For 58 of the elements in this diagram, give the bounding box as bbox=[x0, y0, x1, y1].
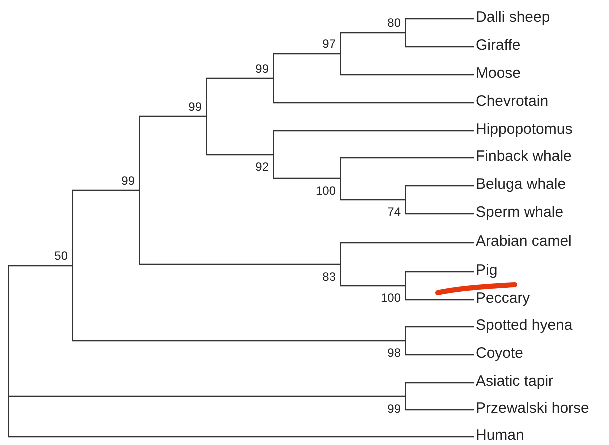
taxon-label: Peccary bbox=[476, 290, 530, 308]
tree-branch bbox=[405, 299, 474, 301]
tree-branch bbox=[273, 102, 474, 104]
bootstrap-value: 98 bbox=[386, 346, 401, 360]
bootstrap-value: 74 bbox=[386, 205, 401, 219]
tree-branch bbox=[273, 178, 340, 180]
tree-branch bbox=[405, 354, 474, 356]
taxon-label: Moose bbox=[476, 65, 522, 83]
tree-branch bbox=[340, 285, 405, 287]
tree-branch bbox=[139, 264, 340, 266]
bootstrap-value: 97 bbox=[322, 37, 336, 51]
taxon-label: Finback whale bbox=[476, 148, 572, 166]
tree-branch bbox=[405, 271, 474, 273]
tree-branch bbox=[8, 396, 405, 398]
bootstrap-value: 99 bbox=[386, 402, 401, 416]
tree-branch bbox=[405, 326, 474, 328]
tree-branch bbox=[405, 213, 474, 215]
tree-branch bbox=[273, 130, 474, 132]
tree-branch bbox=[72, 190, 139, 192]
bootstrap-value: 99 bbox=[120, 174, 135, 188]
bootstrap-value: 99 bbox=[188, 100, 202, 114]
taxon-label: Hippopotomus bbox=[476, 121, 573, 139]
bootstrap-value: 100 bbox=[314, 184, 336, 198]
tree-branch bbox=[405, 46, 474, 48]
taxon-label: Coyote bbox=[476, 345, 524, 363]
tree-branch bbox=[206, 78, 273, 80]
tree-branch bbox=[405, 185, 474, 187]
tree-branch bbox=[139, 116, 206, 118]
tree-branch bbox=[72, 340, 405, 342]
tree-branch bbox=[340, 199, 405, 201]
tree-branch bbox=[8, 265, 72, 267]
tree-branch bbox=[405, 382, 474, 384]
taxon-label: Human bbox=[476, 427, 524, 445]
tree-branch bbox=[405, 18, 474, 20]
bootstrap-value: 99 bbox=[254, 62, 269, 76]
tree-branch bbox=[340, 242, 474, 244]
bootstrap-value: 83 bbox=[322, 270, 336, 284]
taxon-label: Pig bbox=[476, 262, 498, 280]
tree-branch bbox=[340, 32, 405, 34]
tree-branch bbox=[8, 436, 474, 438]
taxon-label: Beluga whale bbox=[476, 176, 566, 194]
bootstrap-value: 92 bbox=[254, 160, 269, 174]
tree-branch bbox=[273, 53, 340, 55]
taxon-label: Spotted hyena bbox=[476, 317, 573, 335]
bootstrap-value: 80 bbox=[386, 16, 401, 30]
tree-branch bbox=[206, 154, 273, 156]
taxon-label: Arabian camel bbox=[476, 233, 572, 251]
taxon-label: Giraffe bbox=[476, 37, 521, 55]
taxon-label: Asiatic tapir bbox=[476, 373, 554, 391]
tree-branch bbox=[340, 74, 474, 76]
taxon-label: Przewalski horse bbox=[476, 400, 590, 418]
taxon-label: Dalli sheep bbox=[476, 9, 550, 27]
tree-branch bbox=[340, 157, 474, 159]
taxon-label: Chevrotain bbox=[476, 93, 549, 111]
bootstrap-value: 100 bbox=[380, 291, 401, 305]
tree-branch bbox=[405, 409, 474, 411]
taxon-label: Sperm whale bbox=[476, 204, 564, 222]
bootstrap-value: 50 bbox=[54, 249, 68, 263]
